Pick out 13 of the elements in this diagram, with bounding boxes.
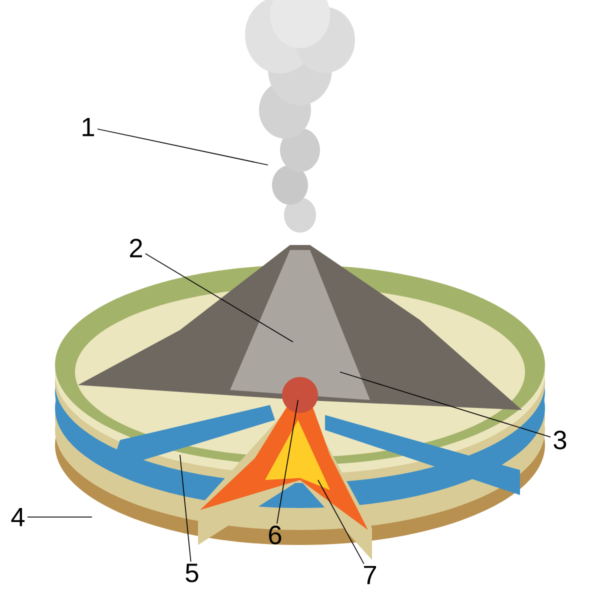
callout-number: 7 (364, 566, 376, 584)
callout-number: 6 (269, 526, 282, 544)
leader-line (145, 253, 294, 342)
callout-number: 5 (186, 564, 198, 582)
callout-number: 2 (130, 238, 142, 258)
leader-line (318, 480, 364, 564)
leader-line (180, 454, 192, 562)
leader-line (27, 516, 92, 518)
callout-number: 3 (554, 430, 566, 450)
leader-line (276, 400, 298, 524)
callout-number: 4 (11, 508, 25, 526)
callout-number: 1 (82, 118, 94, 136)
leader-line (97, 128, 268, 166)
